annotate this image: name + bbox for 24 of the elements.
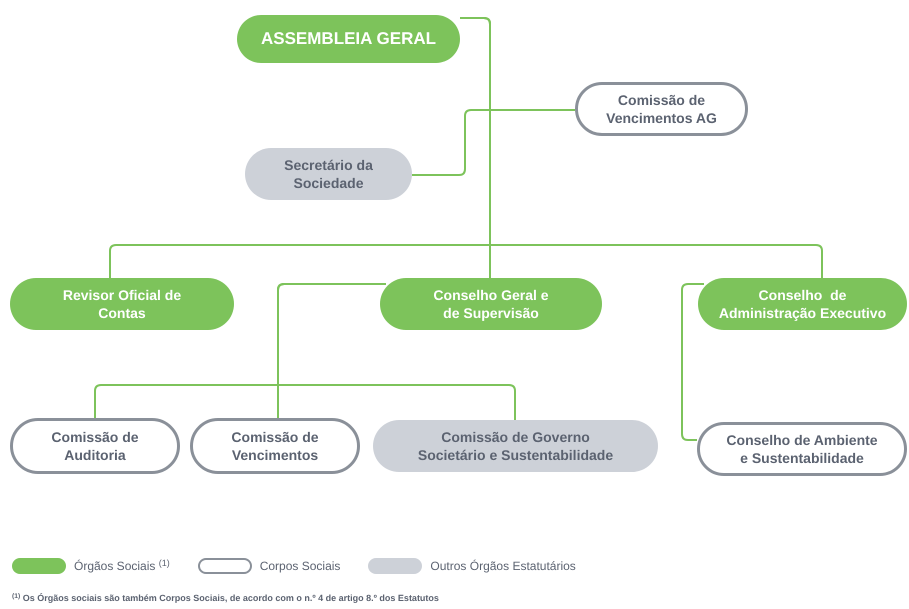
node-label: Comissão de Auditoria: [50, 428, 140, 464]
statutory-box: [245, 148, 412, 200]
node-label: Comissão de Vencimentos AG: [605, 91, 718, 127]
organ-box: [10, 278, 234, 330]
legend-label: Corpos Sociais: [260, 558, 340, 575]
legend-label: Órgãos Sociais $^{(1)}$: [74, 557, 170, 575]
body-box: [697, 422, 907, 476]
connector-line: [412, 109, 575, 176]
node-label: Conselho de Administração Executivo: [718, 286, 888, 322]
connector-line: [277, 283, 516, 420]
legend-label: Outros Órgãos Estatutários: [430, 558, 576, 575]
node-label: Comissão de Vencimentos: [230, 428, 320, 464]
footnote: $^{(1)}$ Os Órgãos sociais são também Corpos Sociais, de acordo com o n.º 4 de artigo 8.º dos Estatutos: [12, 592, 439, 605]
node-label: Conselho de Ambiente e Sustentabilidade: [725, 431, 879, 467]
node-label: Comissão de Governo Societário e Sustentabilidade: [416, 428, 614, 464]
organ-box: [698, 278, 907, 330]
organ-box: [237, 15, 460, 63]
body-box: [575, 82, 748, 136]
node-label: ASSEMBLEIA GERAL: [260, 30, 436, 48]
organ-box: [380, 278, 602, 330]
node-label: Secretário da Sociedade: [283, 156, 374, 192]
node-label: Conselho Geral e de Supervisão: [432, 286, 550, 322]
node-label: Revisor Oficial de Contas: [62, 286, 182, 322]
statutory-box: [373, 420, 658, 472]
